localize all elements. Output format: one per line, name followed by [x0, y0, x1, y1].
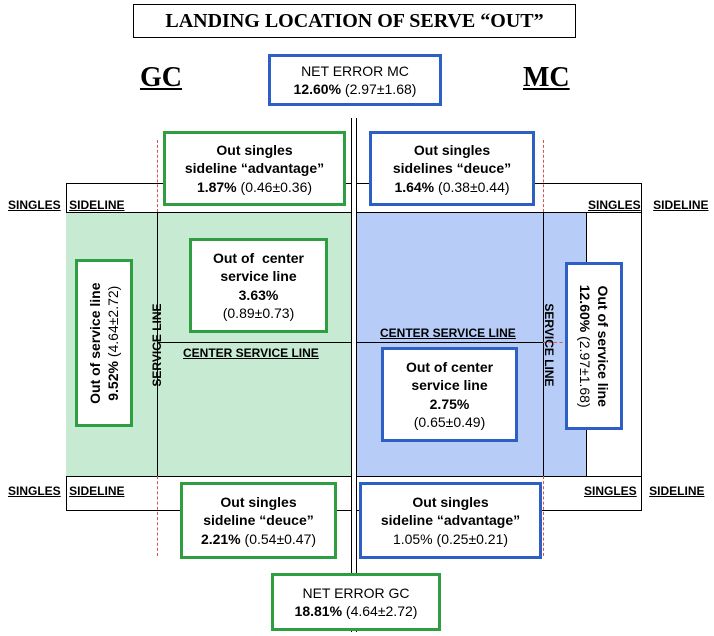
mc-out-of-service-line-box: Out of service line 12.60% (2.97±1.68) — [565, 262, 623, 430]
guide-line-mc-bottom — [543, 476, 544, 556]
label-singles-sideline-bottom-left: SINGLES SIDELINE — [8, 482, 124, 500]
center-service-line-text: CENTER SERVICE LINE — [380, 326, 516, 340]
net-error-gc-value: 18.81% (4.64±2.72) — [294, 603, 418, 619]
label-service-line-gc: SERVICE LINE — [148, 290, 166, 400]
diagram-title: LANDING LOCATION OF SERVE “OUT” — [165, 9, 544, 32]
side-label-gc: GC — [140, 62, 182, 93]
label-sideline: SIDELINE — [649, 484, 705, 498]
mc-sideline-advantage-box: Out singles sideline “advantage” 1.05% (… — [359, 482, 542, 559]
gc-sideline-deuce-box: Out singles sideline “deuce” 2.21% (0.54… — [180, 482, 337, 559]
net-error-mc-title: NET ERROR MC — [301, 62, 409, 79]
mc-service-line — [543, 212, 544, 476]
label-sideline: SIDELINE — [653, 198, 709, 212]
gc-service-line — [157, 212, 158, 476]
service-line-text: SERVICE LINE — [150, 303, 164, 387]
service-line-text: SERVICE LINE — [542, 303, 556, 387]
guide-line-mc-service — [543, 342, 568, 343]
mc-center-service-line-box: Out of center service line 2.75% (0.65±0… — [381, 347, 518, 442]
gc-sideline-advantage-box: Out singles sideline “advantage” 1.87% (… — [163, 131, 346, 206]
title-box: LANDING LOCATION OF SERVE “OUT” — [133, 4, 576, 38]
net-error-mc-value: 12.60% (2.97±1.68) — [293, 81, 417, 97]
label-center-service-line-mc: CENTER SERVICE LINE — [380, 324, 516, 342]
label-center-service-line-gc: CENTER SERVICE LINE — [183, 344, 319, 362]
sideline-extension-top — [586, 212, 642, 213]
side-label-mc: MC — [523, 62, 570, 93]
net-error-gc-box: NET ERROR GC 18.81% (4.64±2.72) — [271, 573, 441, 631]
label-singles-sideline-top-right: SINGLES SIDELINE — [588, 196, 708, 214]
label-singles: SINGLES — [584, 484, 637, 498]
label-singles-sideline-top-left: SINGLES SIDELINE — [8, 196, 124, 214]
label-singles: SINGLES — [588, 198, 641, 212]
mc-sideline-deuce-box: Out singles sidelines “deuce” 1.64% (0.3… — [369, 131, 535, 206]
label-singles: SINGLES — [8, 484, 61, 498]
label-sideline: SIDELINE — [69, 484, 125, 498]
guide-line-gc-bottom — [157, 476, 158, 556]
label-sideline: SIDELINE — [69, 198, 125, 212]
label-service-line-mc: SERVICE LINE — [540, 290, 558, 400]
guide-line-gc-top — [157, 140, 158, 212]
net-error-mc-box: NET ERROR MC 12.60% (2.97±1.68) — [268, 54, 442, 106]
gc-center-service-line-box: Out of center service line 3.63% (0.89±0… — [189, 238, 328, 333]
center-service-line — [157, 342, 543, 343]
guide-line-mc-top — [543, 140, 544, 212]
net — [351, 118, 357, 632]
label-singles: SINGLES — [8, 198, 61, 212]
center-service-line-text: CENTER SERVICE LINE — [183, 346, 319, 360]
gc-out-of-service-line-box: Out of service line 9.52% (4.64±2.72) — [75, 259, 133, 427]
label-singles-sideline-bottom-right: SINGLES SIDELINE — [584, 482, 704, 500]
net-error-gc-title: NET ERROR GC — [302, 584, 410, 601]
